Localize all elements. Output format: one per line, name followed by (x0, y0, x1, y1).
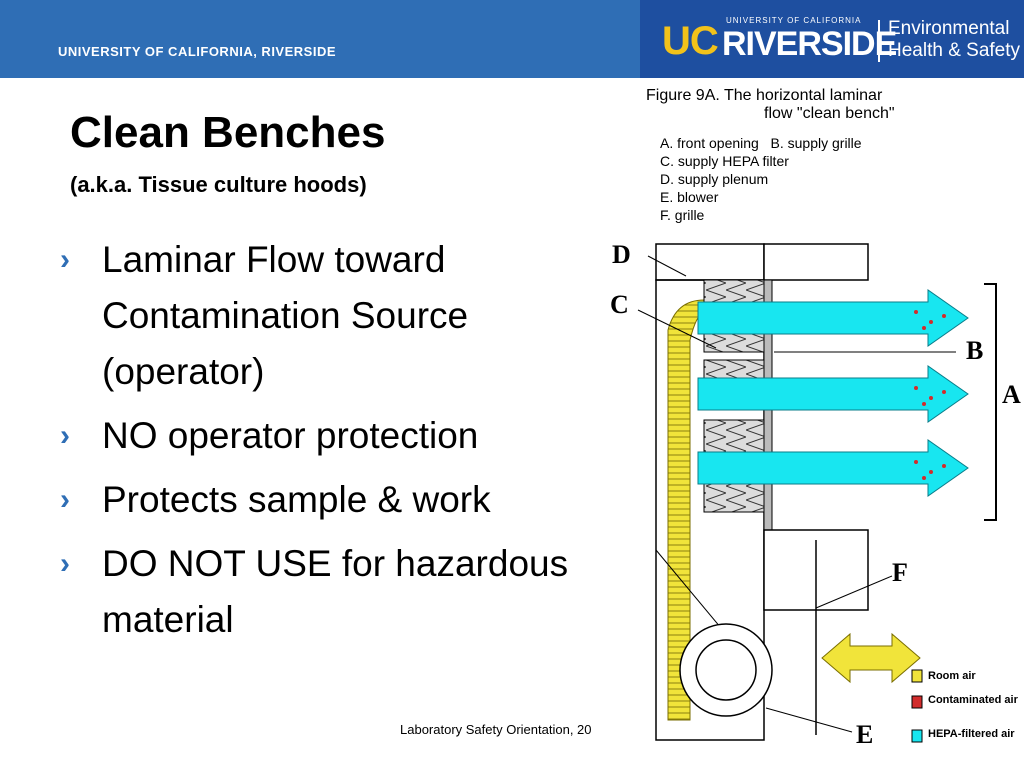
slide-subtitle: (a.k.a. Tissue culture hoods) (70, 172, 367, 197)
label-b: B (966, 336, 984, 365)
legend-item: C. supply HEPA filter (660, 153, 789, 169)
hepa-air-arrow (697, 289, 969, 347)
chevron-right-icon: › (60, 483, 70, 516)
bullet-list: › Laminar Flow toward Contamination Sourc… (60, 232, 600, 656)
label-d: D (612, 240, 631, 269)
slide-footer: Laboratory Safety Orientation, 20 (400, 722, 592, 737)
chevron-right-icon: › (60, 419, 70, 452)
hepa-filter-segment (703, 419, 765, 453)
bullet-item: › Laminar Flow toward Contamination Sourc… (60, 232, 600, 400)
chevron-right-icon: › (60, 243, 70, 276)
slide-title: Clean Benches (70, 108, 386, 157)
logo-divider (878, 20, 880, 62)
logo-university-text: UNIVERSITY OF CALIFORNIA (726, 16, 862, 25)
bullet-text: Laminar Flow toward Contamination Source… (102, 239, 469, 392)
figure-caption: Figure 9A. The horizontal laminar flow "… (646, 87, 895, 123)
legend-item: E. blower (660, 189, 719, 205)
university-name: UNIVERSITY OF CALIFORNIA, RIVERSIDE (58, 44, 337, 59)
logo-ehs-line2: Health & Safety (888, 40, 1021, 61)
logo-uc: UC (662, 19, 719, 63)
logo-ehs-line1: Environmental (888, 18, 1010, 39)
key-hepa-swatch (911, 729, 923, 743)
supply-plenum (655, 243, 765, 281)
figure-caption-line2: flow "clean bench" (764, 105, 895, 122)
ucr-ehs-logo: UNIVERSITY OF CALIFORNIA UC RIVERSIDE En… (640, 0, 1024, 78)
key-room-air-swatch (911, 669, 923, 683)
chevron-right-icon: › (60, 547, 70, 580)
hepa-filter-segment (703, 479, 765, 513)
legend-item: D. supply plenum (660, 171, 769, 187)
bullet-item: › NO operator protection (60, 408, 600, 464)
label-a: A (1002, 380, 1021, 409)
bullet-item: › Protects sample & work (60, 472, 600, 528)
key-contaminated-air: Contaminated air (928, 694, 1018, 706)
room-air-arrow (821, 632, 921, 684)
top-panel (763, 243, 869, 281)
bullet-item: › DO NOT USE for hazardous material (60, 536, 600, 648)
figure-caption-line1: Figure 9A. The horizontal laminar (646, 87, 883, 104)
bullet-text: Protects sample & work (102, 479, 491, 520)
key-hepa-air: HEPA-filtered air (928, 728, 1015, 740)
legend-item: F. grille (660, 207, 705, 223)
bullet-text: DO NOT USE for hazardous material (102, 543, 569, 640)
front-opening-bracket (984, 283, 997, 521)
label-e: E (856, 720, 874, 749)
hepa-air-arrow (697, 365, 969, 423)
clean-bench-diagram (637, 243, 997, 743)
bullet-text: NO operator protection (102, 415, 479, 456)
label-f: F (892, 558, 908, 587)
key-room-air: Room air (928, 670, 976, 682)
clean-bench-figure: Figure 9A. The horizontal laminar flow "… (606, 80, 1024, 768)
label-c: C (610, 290, 629, 319)
key-contaminated-swatch (911, 695, 923, 709)
legend-item: A. front opening B. supply grille (660, 135, 862, 151)
hepa-air-arrow (697, 439, 969, 497)
logo-riverside: RIVERSIDE (722, 25, 897, 63)
figure-legend: A. front opening B. supply grille C. sup… (660, 134, 862, 224)
